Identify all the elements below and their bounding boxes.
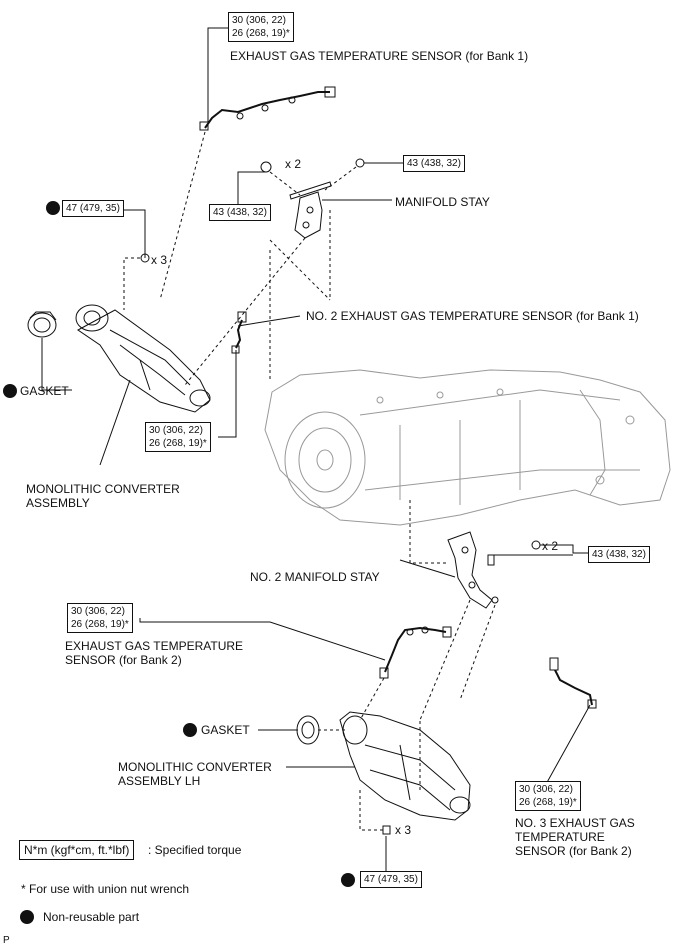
torque-spec-no2-stay: 43 (438, 32)	[588, 546, 650, 563]
label-line2: SENSOR (for Bank 2)	[65, 653, 182, 667]
label-line2: ASSEMBLY LH	[118, 774, 201, 788]
label-monolithic-converter-lh: MONOLITHIC CONVERTER ASSEMBLY LH	[118, 760, 272, 788]
label-no2-manifold-stay: NO. 2 MANIFOLD STAY	[250, 570, 380, 584]
torque-spec-manifold-stay-right: 43 (438, 32)	[403, 155, 465, 172]
qty-nuts-lower: x 3	[395, 823, 412, 837]
torque-line1: 30 (306, 22)	[232, 15, 286, 26]
qty-stay-bolts: x 2	[285, 157, 302, 171]
legend-non-reusable-icon	[20, 910, 34, 924]
qty-nuts-upper: x 3	[151, 253, 168, 267]
legend-union-note: * For use with union nut wrench	[21, 882, 190, 896]
label-line1: MONOLITHIC CONVERTER	[26, 482, 180, 496]
torque-line2: 26 (268, 19)*	[149, 438, 207, 449]
monolithic-converter-drawing	[75, 304, 211, 413]
transmission-drawing	[264, 369, 671, 526]
legend-torque-unit: N*m (kgf*cm, ft.*lbf)	[19, 840, 135, 860]
label-manifold-stay: MANIFOLD STAY	[395, 195, 490, 209]
label-exhaust-sensor-bank1: EXHAUST GAS TEMPERATURE SENSOR (for Bank…	[230, 49, 529, 63]
legend-torque-desc: : Specified torque	[148, 843, 242, 857]
torque-line2: 26 (268, 19)*	[71, 619, 129, 630]
label-gasket-lower: GASKET	[201, 723, 250, 737]
qty-no2-stay-bolts: x 2	[542, 539, 559, 553]
label-line1: EXHAUST GAS TEMPERATURE	[65, 639, 244, 653]
exhaust-sensor-bank2-drawing	[379, 626, 452, 679]
torque-line2: 26 (268, 19)*	[232, 28, 290, 39]
no3-exhaust-sensor-drawing	[549, 657, 597, 709]
torque-spec-no2-sensor: 30 (306, 22) 26 (268, 19)*	[145, 422, 211, 452]
gasket-upper-drawing	[27, 311, 57, 338]
torque-spec-exhaust-sensor-bank2: 30 (306, 22) 26 (268, 19)*	[67, 603, 133, 633]
torque-spec-nut-lower: 47 (479, 35)	[360, 871, 422, 888]
corner-mark: P	[3, 935, 10, 946]
label-monolithic-converter: MONOLITHIC CONVERTER ASSEMBLY	[26, 482, 180, 510]
torque-line1: 30 (306, 22)	[519, 784, 573, 795]
gasket-lower-drawing	[296, 715, 320, 745]
torque-spec-no3-sensor: 30 (306, 22) 26 (268, 19)*	[515, 781, 581, 811]
label-line2: TEMPERATURE	[515, 830, 605, 844]
non-reusable-icon	[46, 201, 60, 215]
label-line2: ASSEMBLY	[26, 496, 90, 510]
legend-non-reusable: Non-reusable part	[43, 910, 140, 924]
torque-line1: 30 (306, 22)	[149, 425, 203, 436]
manifold-stay-drawing	[260, 158, 365, 239]
label-line3: SENSOR (for Bank 2)	[515, 844, 632, 858]
torque-spec-manifold-stay-left: 43 (438, 32)	[209, 204, 271, 221]
monolithic-converter-lh-drawing	[339, 711, 471, 821]
label-exhaust-sensor-bank2: EXHAUST GAS TEMPERATURE SENSOR (for Bank…	[65, 639, 243, 667]
torque-line2: 26 (268, 19)*	[519, 797, 577, 808]
torque-line1: 30 (306, 22)	[71, 606, 125, 617]
label-gasket-upper: GASKET	[20, 384, 69, 398]
non-reusable-icon	[183, 723, 197, 737]
label-no3-sensor: NO. 3 EXHAUST GAS TEMPERATURE SENSOR (fo…	[515, 816, 635, 858]
no2-manifold-stay-drawing	[447, 531, 541, 609]
torque-spec-exhaust-sensor-bank1: 30 (306, 22) 26 (268, 19)*	[228, 12, 294, 42]
non-reusable-icon	[3, 384, 17, 398]
exhaust-sensor-bank1-drawing	[199, 86, 336, 131]
label-line1: MONOLITHIC CONVERTER	[118, 760, 272, 774]
non-reusable-icon	[341, 873, 355, 887]
torque-spec-nut-upper: 47 (479, 35)	[62, 200, 124, 217]
label-line1: NO. 3 EXHAUST GAS	[515, 816, 635, 830]
label-no2-exhaust-sensor-bank1: NO. 2 EXHAUST GAS TEMPERATURE SENSOR (fo…	[306, 309, 639, 323]
